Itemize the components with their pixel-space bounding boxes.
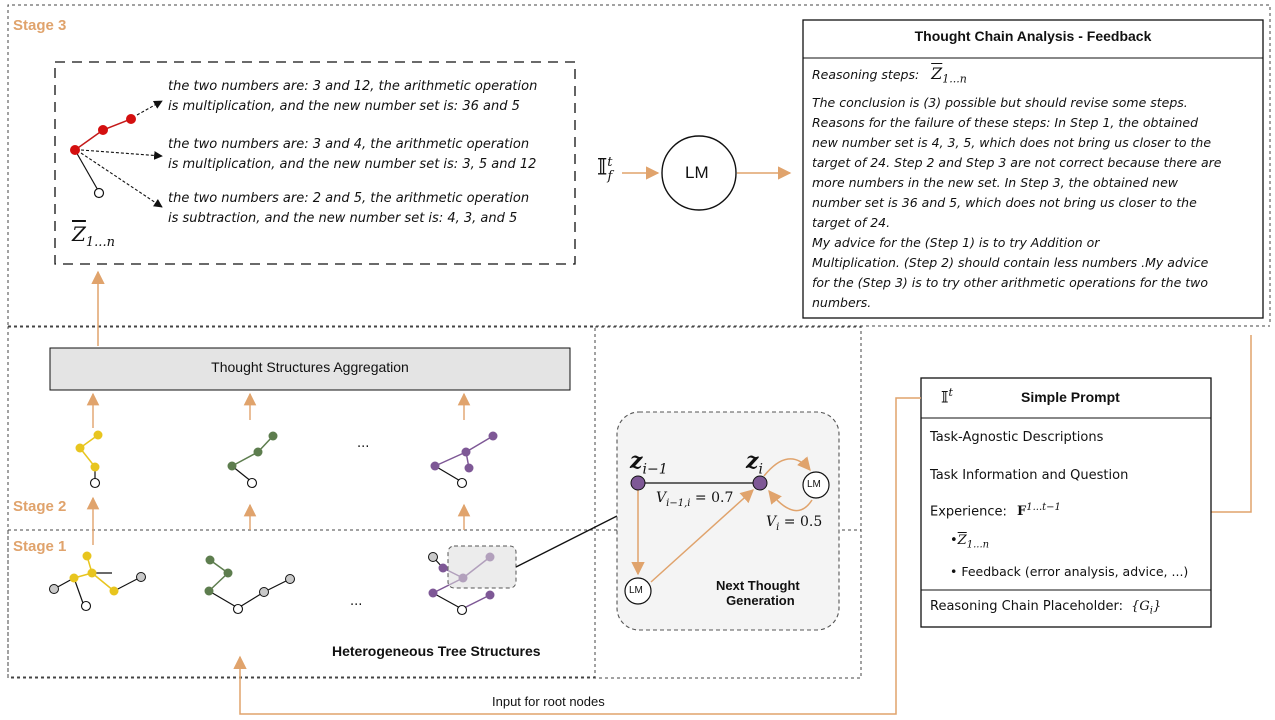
v-cur-label: Vi = 0.5 (766, 514, 823, 533)
experience-line: Experience: F1...t−1 (930, 502, 1061, 520)
heterogeneous-label: Heterogeneous Tree Structures (332, 643, 541, 659)
stage2-region-border (7, 326, 596, 678)
reasoning-steps-line: Reasoning steps: Z1...n (812, 64, 967, 86)
stage2-tree-green (227, 431, 278, 489)
branch-arrow-2 (80, 149, 163, 160)
aggregation-label: Thought Structures Aggregation (211, 359, 409, 375)
bullet-feedback: • Feedback (error analysis, advice, ...) (950, 564, 1189, 579)
z-prev-label: zi−1 (630, 448, 668, 478)
feedback-box (802, 19, 1264, 319)
stage1-tree-yellow (49, 551, 146, 612)
next-thought-label: Next Thought Generation (716, 578, 800, 608)
branch-text-1: the two numbers are: 3 and 12, the arith… (168, 79, 538, 114)
lm-circle-right (802, 471, 830, 499)
stage2-ellipsis: ... (357, 436, 370, 451)
branch-text-3: the two numbers are: 2 and 5, the arithm… (168, 191, 530, 226)
lm-circle (661, 135, 737, 211)
placeholder-line: Reasoning Chain Placeholder: {Gi} (930, 599, 1162, 617)
input-root-label: Input for root nodes (492, 694, 605, 709)
stage1-tree-green (204, 555, 295, 615)
highlight-box (447, 545, 517, 589)
stage2-right-border (595, 326, 862, 530)
stage1-label: Stage 1 (13, 538, 67, 555)
task-agnostic-text: Task-Agnostic Descriptions (930, 430, 1104, 445)
branch-box (54, 61, 576, 265)
node-z-cur (752, 475, 768, 491)
branch-arrow-1 (136, 100, 163, 116)
task-info-text: Task Information and Question (930, 468, 1129, 483)
highlight-connector (515, 515, 618, 568)
branch-arrow-3 (80, 152, 163, 208)
lm-label-right: LM (807, 479, 821, 490)
arrow-right-lm-to-z (768, 489, 813, 512)
stage1-region-border (7, 529, 862, 679)
node-z-prev (630, 475, 646, 491)
simple-prompt-symbol: 𝕀t (941, 386, 953, 407)
stage3-region-border (7, 4, 1271, 325)
z-bar-stage3: Z1...n (72, 222, 115, 250)
bullet-z: •Z1...n (950, 533, 990, 551)
next-thought-box (616, 411, 840, 631)
lm-circle-left (624, 577, 652, 605)
stage3-label: Stage 3 (13, 17, 67, 34)
simple-prompt-title: Simple Prompt (1021, 389, 1120, 405)
stage1-ellipsis: ... (350, 594, 363, 609)
feedback-title: Thought Chain Analysis - Feedback (914, 28, 1152, 44)
stage3-tree (70, 114, 136, 199)
simple-prompt-box (920, 377, 1212, 628)
aggregation-box (49, 347, 571, 391)
input-root-arrow (233, 397, 921, 715)
lm-label-left: LM (629, 585, 643, 596)
input-feedback-symbol: 𝕀tf (597, 155, 613, 184)
branch-text-2: the two numbers are: 3 and 4, the arithm… (168, 137, 537, 172)
v-prev-label: Vi−1,i = 0.7 (656, 490, 734, 509)
arrow-lm-to-z (650, 489, 755, 583)
z-cur-label: zi (746, 448, 763, 478)
stage2-tree-yellow (75, 430, 103, 489)
arrow-z-to-right-lm (763, 456, 811, 477)
stage2-tree-purple (430, 431, 498, 489)
stage2-label: Stage 2 (13, 498, 67, 515)
feedback-body: The conclusion is (3) possible but shoul… (812, 95, 1222, 310)
lm-label: LM (685, 163, 709, 182)
